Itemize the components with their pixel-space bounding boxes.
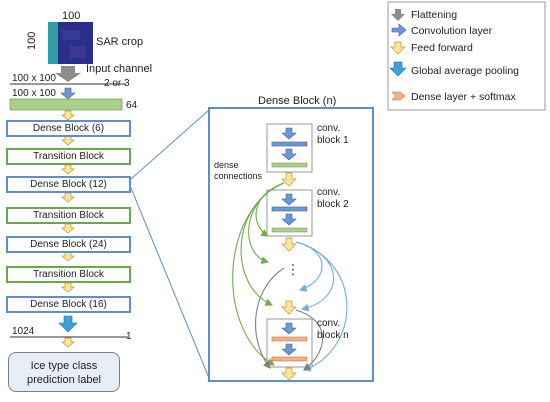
feed-forward-legend-icon (390, 41, 406, 55)
dense-block-16: Dense Block (16) (6, 296, 131, 313)
conv-block-n-label-a: conv. (317, 318, 341, 329)
conv-block-n (266, 318, 313, 368)
flattening-legend-icon (391, 9, 405, 21)
conv-block-2 (266, 189, 313, 237)
transition-block-1: Transition Block (6, 148, 131, 165)
legend-flattening-text: Flattening (411, 9, 458, 21)
gap-legend-icon (389, 61, 407, 77)
dense-block-12: Dense Block (12) (6, 176, 131, 193)
dense-connections-blue (295, 241, 348, 372)
conv-block-2-label-b: block 2 (317, 199, 349, 210)
feed-forward-arrows-main (61, 110, 75, 348)
feature-bar (9, 98, 123, 111)
output-label-line2: prediction label (27, 374, 101, 387)
ellipsis: ⋮ (286, 261, 300, 277)
feature-channels-label: 64 (126, 100, 138, 111)
legend-frame (387, 1, 546, 111)
pooling-in-dim: 1024 (12, 326, 35, 337)
dense-block-24: Dense Block (24) (6, 236, 131, 253)
feed-forward-arrows-detail (281, 172, 297, 381)
transition-block-2: Transition Block (6, 207, 131, 224)
dense-connections-label-b: connections (214, 171, 263, 181)
input-dims-label: 100 x 100 (12, 73, 56, 84)
input-channels-label: 2 or 3 (104, 78, 130, 89)
softmax-legend-icon (391, 91, 406, 101)
zoom-line-bottom (130, 187, 210, 379)
legend-gap-text: Global average pooling (411, 65, 519, 77)
dense-connections-label-a: dense (214, 160, 239, 170)
feature-dims-label: 100 x 100 (12, 88, 56, 99)
sar-width-label: 100 (62, 10, 81, 22)
conv-block-1 (266, 123, 313, 173)
dense-block-detail-title: Dense Block (n) (258, 95, 337, 107)
output-label-line1: Ice type class (30, 360, 98, 372)
input-channel-label: Input channel (86, 63, 153, 75)
conv-arrow-input (60, 87, 76, 100)
transition-block-3: Transition Block (6, 266, 131, 283)
flattening-arrow (55, 66, 81, 82)
conv-block-1-label-b: block 1 (317, 135, 349, 146)
conv-legend-icon (391, 23, 407, 37)
legend-convolution-text: Convolution layer (411, 25, 493, 37)
dense-block-detail-frame (208, 107, 374, 382)
sar-crop-caption: SAR crop (96, 36, 144, 48)
conv-block-n-label-b: block n (317, 330, 349, 341)
output-label-box: Ice type class prediction label (8, 352, 120, 392)
pooling-out-dim: 1 (126, 331, 132, 342)
sar-height-label: 100 (26, 31, 38, 50)
sar-crop-image (48, 22, 93, 64)
legend-softmax-text: Dense layer + softmax (411, 91, 516, 103)
dense-connections-green (232, 182, 285, 366)
gap-arrow (58, 315, 78, 333)
dense-connections-gray (255, 267, 324, 371)
conv-block-2-label-a: conv. (317, 187, 341, 198)
legend-feed-forward-text: Feed forward (411, 42, 473, 54)
zoom-line-top (130, 109, 210, 180)
legend-icons (389, 9, 407, 101)
conv-block-1-label-a: conv. (317, 123, 341, 134)
dense-block-6: Dense Block (6) (6, 120, 131, 137)
